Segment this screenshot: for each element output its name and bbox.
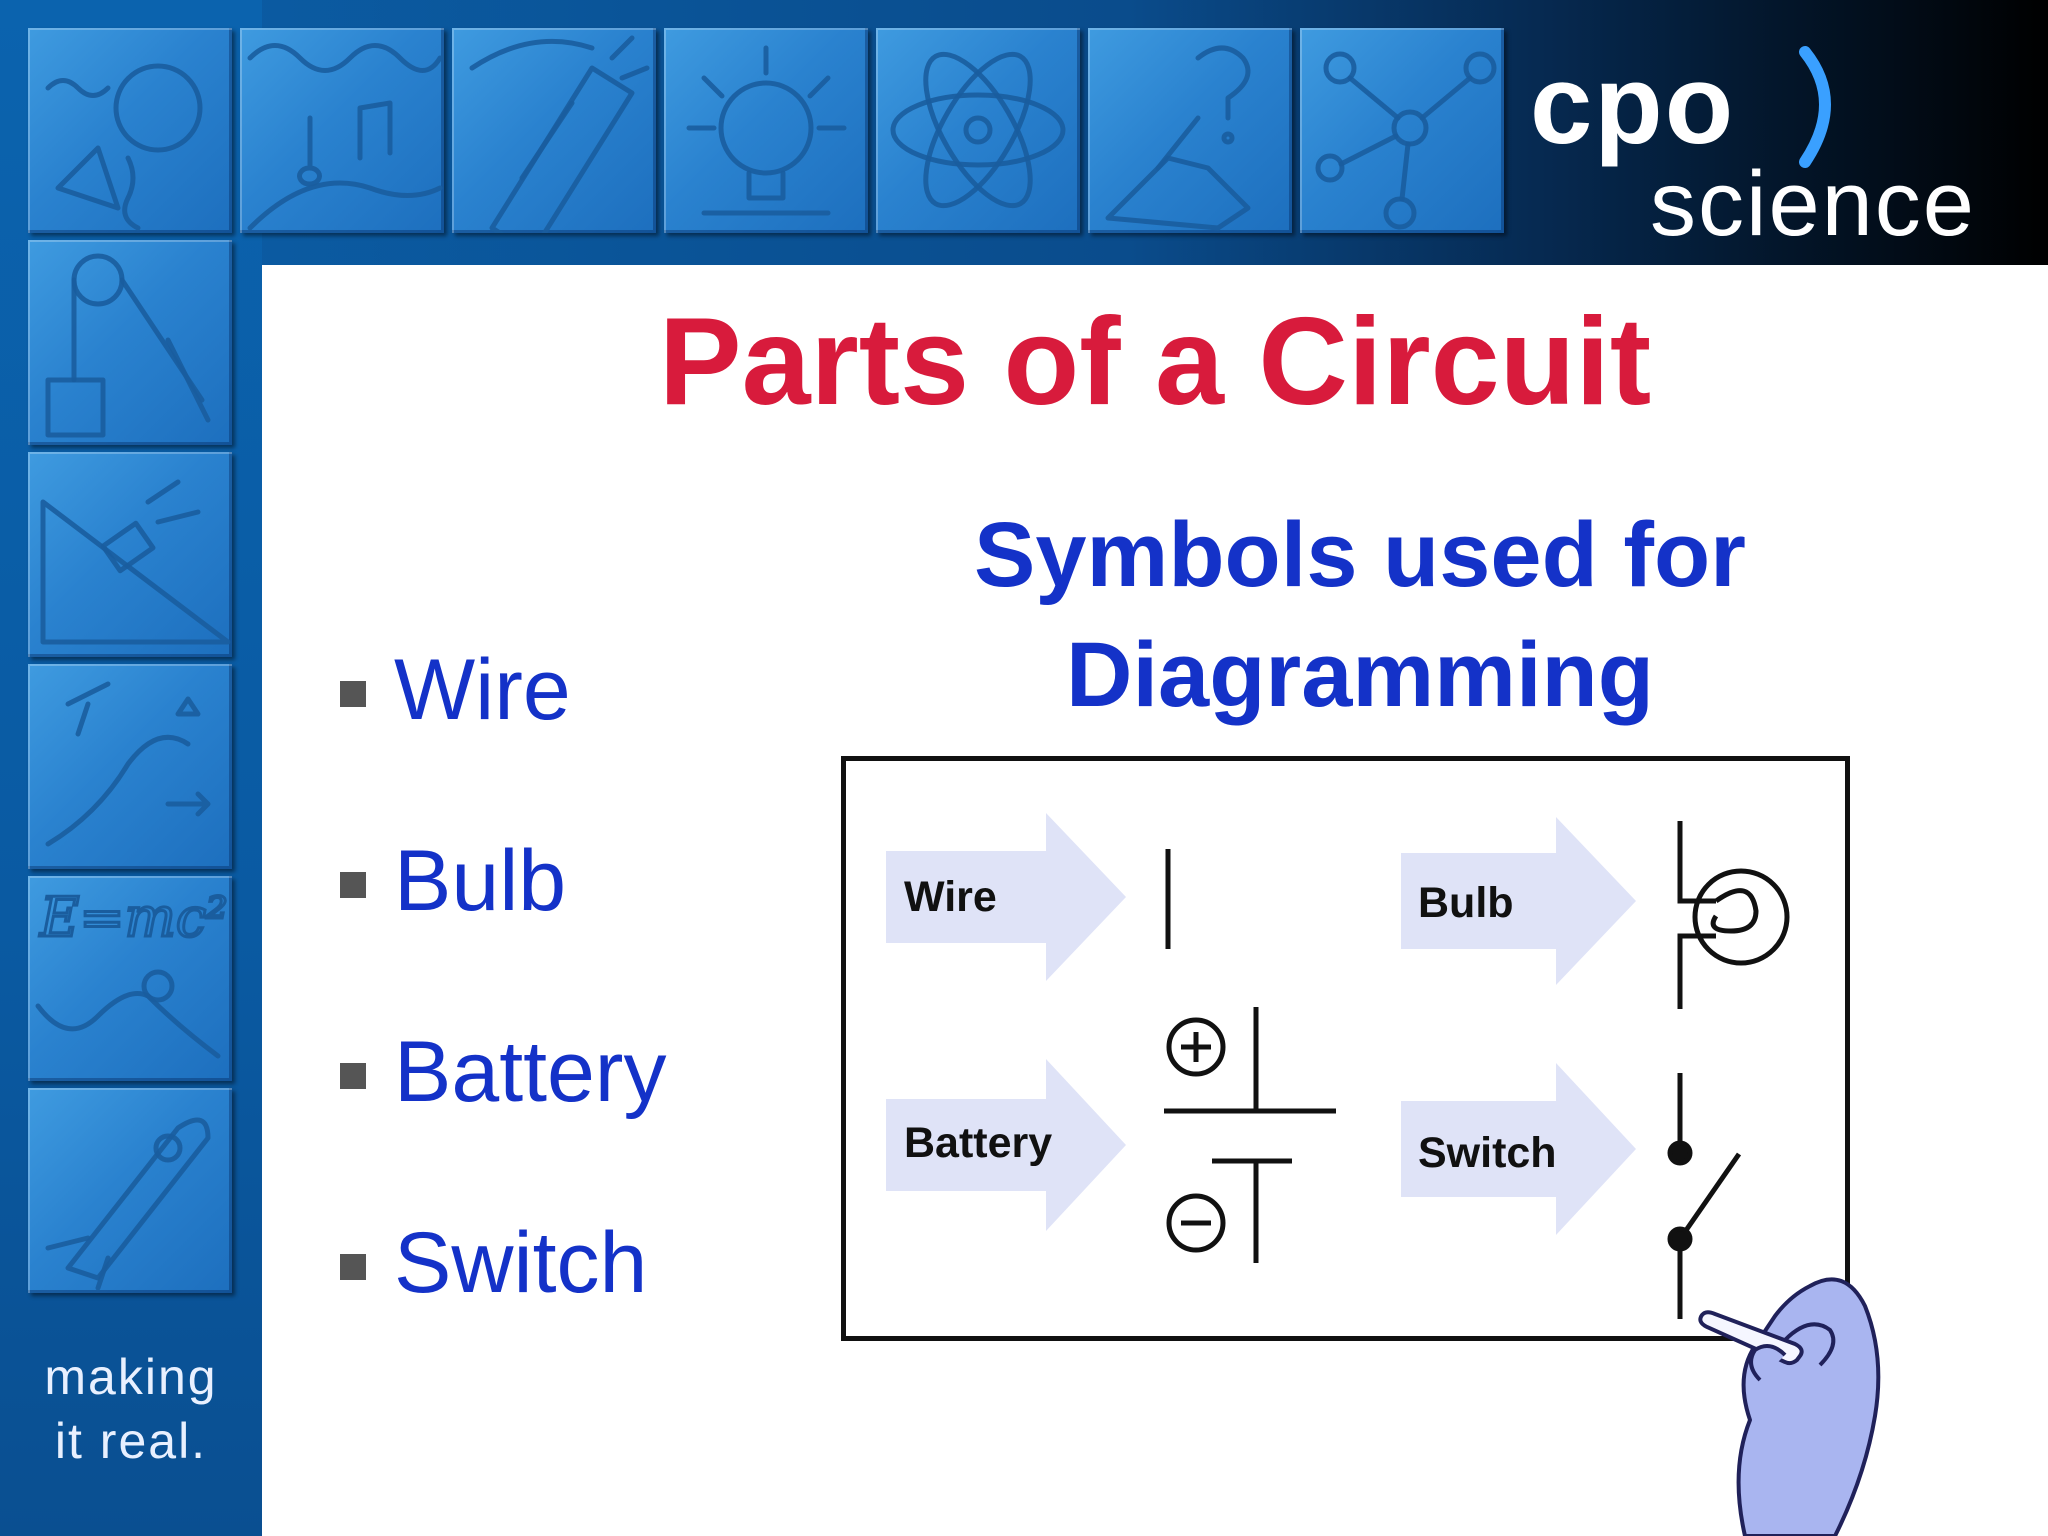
logo-sub-text: science [1650,153,1976,255]
pulley-tile [28,240,232,445]
ramp-tile [28,452,232,657]
battery-arrow [886,1059,1126,1231]
bullet-text: Switch [394,1215,648,1311]
bullet-text: Battery [394,1024,667,1120]
diagram-heading-line-1: Symbols used for [974,504,1746,606]
bullet-text: Wire [394,642,571,738]
rocket-tile [28,1088,232,1293]
symbol-label-switch: Switch [1418,1129,1557,1177]
bullet-item: Switch [340,1168,666,1359]
page-title: Parts of a Circuit [658,293,1652,431]
diagram-heading-line-2: Diagramming [1066,624,1654,726]
cpo-science-logo: cpo science [1530,40,2030,255]
bulb-arrow [1401,817,1636,985]
logo-brand-text: cpo [1530,42,1736,167]
battery-symbol-icon [1164,1007,1336,1263]
drawing-hand-icon [1698,1277,1881,1536]
question-hand-tile [1088,28,1292,233]
square-bullet-icon [340,871,366,898]
circuit-symbols-diagram: Wire Bulb Battery Switch [886,813,1790,1319]
symbol-label-wire: Wire [904,873,997,921]
emc2-tile: E=mc² [28,876,232,1081]
bullet-list: Wire Bulb Battery Switch [340,595,666,1359]
logo-arc-icon [1799,46,1831,168]
circuit-symbols-box: Wire Bulb Battery Switch [841,756,1850,1341]
light-bulb-tile [664,28,868,233]
music-wave-tile [240,28,444,233]
projectile-tile [28,664,232,869]
diagram-heading: Symbols used for Diagramming [890,495,1830,735]
switch-symbol-icon [1667,1073,1742,1319]
wire-arrow [886,813,1126,981]
square-bullet-icon [340,1062,366,1089]
bulb-symbol-icon [1677,821,1790,1009]
atom-tile [876,28,1080,233]
magnet-tile [452,28,656,233]
symbol-label-battery: Battery [904,1119,1052,1167]
molecule-tile [1300,28,1504,233]
symbol-label-bulb: Bulb [1418,879,1514,927]
bullet-item: Bulb [340,786,666,977]
square-bullet-icon [340,680,366,707]
sun-wave-tile [28,28,232,233]
bullet-item: Wire [340,595,666,786]
bullet-text: Bulb [394,833,567,929]
switch-arrow [1401,1063,1636,1235]
tagline: making it real. [0,1345,262,1473]
tagline-line-1: making [44,1349,218,1405]
bullet-item: Battery [340,977,666,1168]
svg-text:E=mc²: E=mc² [39,886,228,949]
square-bullet-icon [340,1253,366,1280]
tagline-line-2: it real. [54,1413,208,1469]
